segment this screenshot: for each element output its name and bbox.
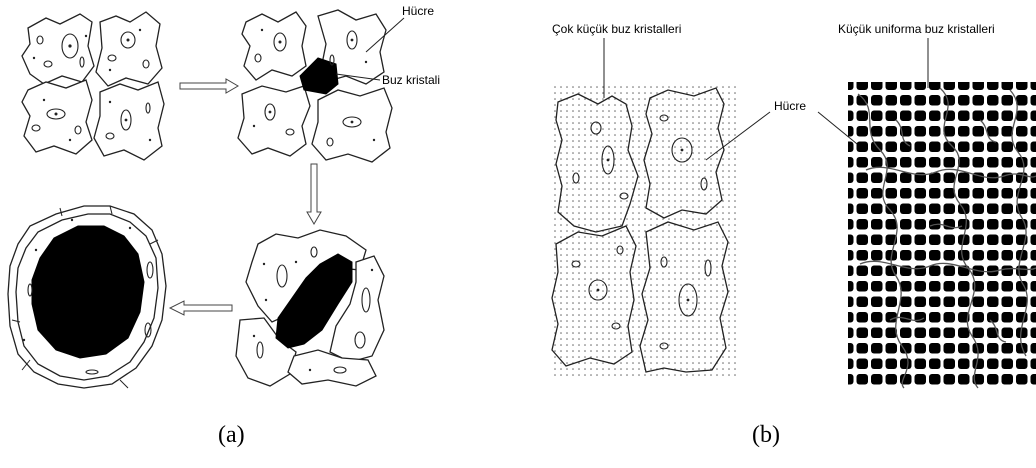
panel-a: Hücre Buz kristali [8,4,440,448]
arrow-down [307,164,321,224]
label-cell-a: Hücre [402,4,434,18]
label-cell-b: Hücre [774,99,806,113]
ice-crystal-large [32,226,144,358]
stage-3-cells [236,230,384,386]
stage-4-cells [8,206,166,388]
stage-2-cells [238,10,392,162]
tiny-crystal-field [552,82,736,380]
arrow-right [180,79,238,93]
caption-b: (b) [752,422,780,448]
small-uniform-crystal-field [848,82,1036,387]
label-small-uniform-crystals: Küçük uniforma buz kristalleri [838,22,995,36]
stage-1-cells [22,12,164,160]
caption-a: (a) [218,422,245,448]
label-tiny-crystals: Çok küçük buz kristalleri [552,22,681,36]
panel-b: Çok küçük buz kristalleri Hücre Küçük un… [552,22,1036,448]
arrow-left [170,301,232,315]
label-ice-crystal: Buz kristali [382,73,440,87]
